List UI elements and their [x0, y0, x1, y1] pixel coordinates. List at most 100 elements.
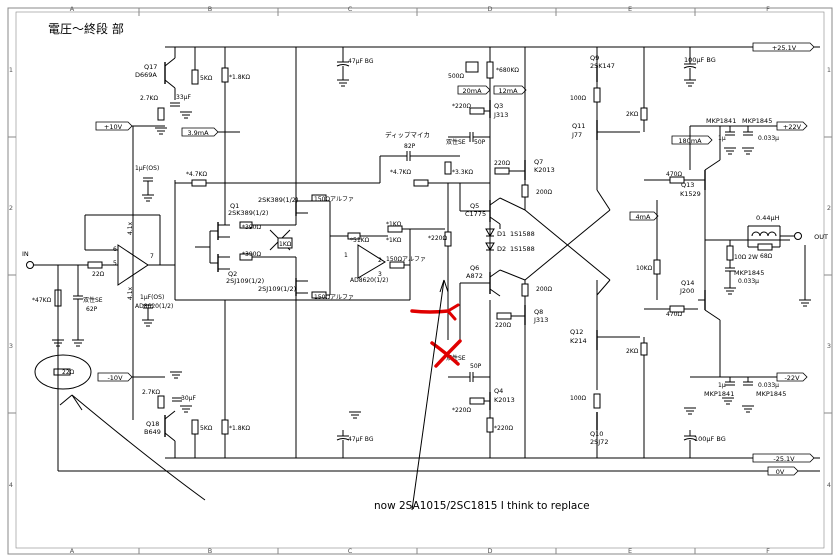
opamp-u1-side-label: 4.1x [127, 221, 134, 235]
annotation-ellipse [34, 354, 92, 390]
output-jack-icon [794, 232, 802, 240]
regulator-bottom: 2.7KΩ 30μF Q18 B649 5KΩ *1.8KΩ [142, 300, 250, 458]
cap-mkp1841-top-label: MKP1841 [706, 117, 736, 125]
resistor-200-b-label: 200Ω [536, 286, 552, 293]
k389b-type: 2SK389(1/2) [258, 196, 298, 204]
d1-label: D1 [497, 230, 506, 238]
q11-label: Q11 [572, 122, 585, 130]
q11-type: J77 [571, 131, 582, 139]
resistor-2k7-bot [157, 395, 165, 409]
q8-type: J313 [533, 316, 548, 324]
opamp-u2-pin2: 2 [378, 257, 382, 264]
resistor-150-3-label: 150Ωアルファ [386, 256, 426, 263]
col-label-c-bottom: C [348, 547, 353, 555]
coil-044uh-label: 0.44μH [756, 214, 780, 222]
col-label-b: B [208, 5, 212, 13]
vas-top: *680KΩ 500Ω *220Ω Q3 J313 双性SE 50P [446, 47, 519, 200]
q14-label: Q14 [681, 279, 694, 287]
cap-1u-bot-label: 1μ [718, 382, 726, 389]
d2-label: D2 [497, 245, 506, 253]
cap-mkp1845-a-label: MKP1845 [734, 269, 764, 277]
row-label-4: 4 [9, 481, 13, 489]
resistor-22-in [87, 261, 103, 269]
q6-label: Q6 [470, 264, 479, 272]
resistor-1k8-bot [221, 419, 229, 435]
output-label: OUT [814, 233, 828, 241]
q13-label: Q13 [681, 181, 694, 189]
q18-type: B649 [144, 428, 161, 436]
current-label-4: 4mA [636, 213, 651, 221]
cap-1uf-os-top-label: 1μF(OS) [135, 165, 159, 172]
resistor-680k-label: *680KΩ [496, 67, 519, 74]
resistor-220-q8-label: 220Ω [495, 322, 511, 329]
row-label-4-right: 4 [827, 481, 831, 489]
row-label-1-right: 1 [827, 66, 831, 74]
cap-hsj-bot-type: 双性SE [446, 354, 466, 362]
resistor-1k8-top-label: *1.8KΩ [229, 74, 250, 81]
resistor-200-a [521, 184, 529, 198]
col-label-e: E [628, 5, 632, 13]
feedback-network: ディップマイカ 82P *4.7KΩ *3.3KΩ [379, 130, 490, 187]
opamp-u2-pin1: 1 [344, 252, 348, 259]
vas-bottom: 双性SE 50P Q4 K2013 *220Ω *220Ω [446, 300, 515, 458]
cap-0033-a-label: 0.033μ [738, 278, 759, 285]
col-label-b-bottom: B [208, 547, 212, 555]
q3-type: J313 [493, 111, 508, 119]
cap-1uf-os-bot-label: 1μF(OS) [140, 294, 164, 301]
page-title: 電圧～終段 部 [48, 21, 124, 36]
cap-62p-type: 双性SE [83, 296, 103, 304]
current-label-1: 3.9mA [187, 129, 209, 137]
resistor-2k-bot [640, 342, 648, 356]
output-stage: 100μF BG MKP1841 MKP1845 1μ 0.033μ Q13 K… [644, 47, 828, 458]
resistor-5k-bot [191, 419, 199, 435]
cap-100uf-bot-label: 100μF BG [694, 435, 726, 443]
trimmer-500 [465, 61, 479, 73]
cap-100uf-top-label: 100μF BG [684, 56, 716, 64]
resistor-220-q8 [496, 312, 512, 320]
resistor-220-q4 [469, 397, 485, 405]
resistor-2k-top-label: 2KΩ [626, 111, 639, 118]
q12-label: Q12 [570, 328, 583, 336]
d1-type: 1S1588 [510, 230, 535, 238]
q17-label: Q17 [144, 63, 157, 71]
resistor-1k-b-label: *1KΩ [386, 237, 402, 244]
resistor-4k7-left [191, 179, 207, 187]
resistor-1k8-bot-label: *1.8KΩ [229, 425, 250, 432]
red-arrow-head [446, 303, 460, 321]
red-arrow-stroke [410, 309, 450, 314]
q5-type: C1775 [465, 210, 486, 218]
resistor-5k-top-label: 5KΩ [200, 75, 213, 82]
current-label-3: 12mA [498, 87, 518, 95]
col-label-f: F [766, 5, 770, 13]
opamp-u1-pin5: 5 [113, 260, 117, 267]
input-jack-icon [26, 261, 34, 269]
resistor-220-q4b-label: *220Ω [494, 425, 513, 432]
resistor-5k-bot-label: 5KΩ [200, 425, 213, 432]
cap-82p-label: 82P [404, 143, 416, 150]
col-label-d: D [487, 5, 492, 13]
pot-1k [277, 237, 293, 249]
resistor-220-q7 [494, 167, 510, 175]
q3-label: Q3 [494, 102, 503, 110]
opamp-u2-pin3: 3 [378, 271, 382, 278]
cap-47uf-top-label: 47μF BG [348, 58, 374, 65]
resistor-1k-a-label: *1KΩ [386, 221, 402, 228]
cap-mkp1845-bot-label: MKP1845 [756, 390, 786, 398]
coil-044uh-icon [751, 231, 777, 237]
row-label-1: 1 [9, 66, 13, 74]
resistor-220-q4b [486, 417, 494, 433]
opamp-u1-side-label-2: 4.1x [127, 286, 134, 300]
col-label-e-bottom: E [628, 547, 632, 555]
col-label-f-bottom: F [766, 547, 770, 555]
resistor-10-2w [726, 245, 734, 261]
dc-servo: 1 2 3 AD8620(1/2) *51KΩ *1KΩ *1KΩ 150Ωアル… [330, 183, 452, 340]
resistor-390-1-label: *390Ω [242, 224, 261, 231]
resistor-220-q3 [469, 107, 485, 115]
input-section: IN 22Ω *47KΩ 双性SE 62P 6 5 7 4.1x 4.1x AD… [22, 126, 175, 420]
j109b-type: 2SJ109(1/2) [258, 285, 296, 293]
rail-label-gnd: 0V [776, 468, 785, 476]
q9-label: Q9 [590, 54, 599, 62]
rail-label-neg-main: -25.1V [773, 455, 795, 463]
input-stage: *4.7KΩ Q1 2SK389(1/2) Q2 2SJ109(1/2) *39… [174, 47, 410, 458]
